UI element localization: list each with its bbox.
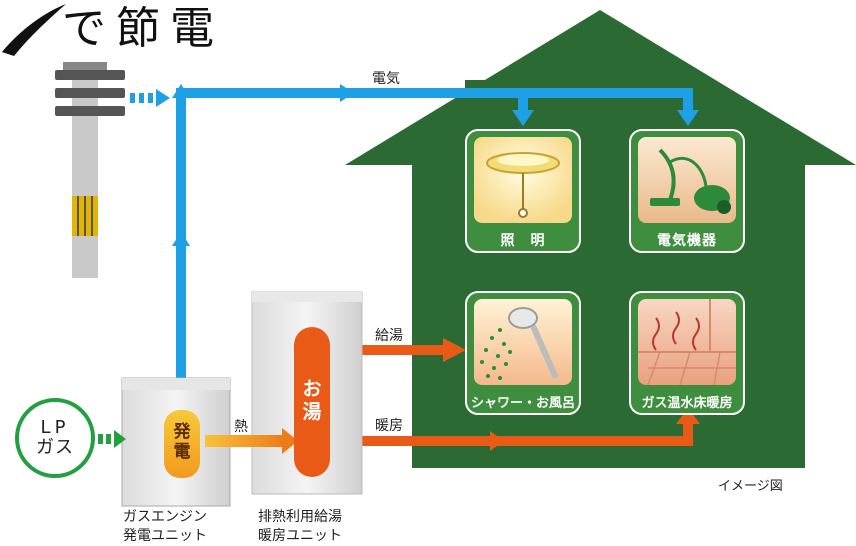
house-silhouette xyxy=(345,10,856,468)
lp-gas-line1: LP xyxy=(40,417,70,438)
gas-engine-caption-line2: 発電ユニット xyxy=(123,528,207,544)
heat-label: 熱 xyxy=(234,419,248,435)
gas-engine-caption-line1: ガスエンジン xyxy=(123,509,207,525)
electricity-label: 電気 xyxy=(372,71,400,87)
page-title: で節電 xyxy=(62,3,224,54)
utility-pole xyxy=(55,62,125,278)
heat-arrow xyxy=(205,428,298,454)
brush-stroke-decoration xyxy=(2,4,66,56)
lp-gas-label: LP ガス xyxy=(17,418,93,458)
tile-floor-heating-caption: ガス温水床暖房 xyxy=(641,396,733,411)
lp-gas-circle xyxy=(15,398,95,478)
tile-shower xyxy=(465,291,581,415)
gas-supply-dashed-arrow xyxy=(98,430,126,448)
heat-recovery-unit-caption: 排熱利用給湯 暖房ユニット xyxy=(258,508,342,546)
heat-recovery-caption-line1: 排熱利用給湯 xyxy=(258,509,342,525)
tile-floor-heating xyxy=(629,291,745,415)
tile-lighting-caption: 照 明 xyxy=(500,233,546,249)
hot-water-line2: 湯 xyxy=(302,401,322,423)
tile-shower-caption: シャワー・お風呂 xyxy=(470,396,575,411)
tile-appliances-caption: 電気機器 xyxy=(657,233,717,249)
hot-water-tank-pill xyxy=(294,327,330,477)
hot-water-label: お 湯 xyxy=(294,378,330,424)
image-note: イメージ図 xyxy=(718,479,783,494)
gas-engine-unit-caption: ガスエンジン 発電ユニット xyxy=(123,508,207,546)
heat-recovery-caption-line2: 暖房ユニット xyxy=(258,528,342,544)
lp-gas-line2: ガス xyxy=(36,437,74,458)
generator-label: 発 電 xyxy=(164,422,200,462)
generator-pill xyxy=(164,410,200,478)
hot-water-line1: お xyxy=(302,378,322,400)
grid-power-dashed-arrow xyxy=(130,89,170,107)
heating-label: 暖房 xyxy=(375,418,403,434)
hot-water-lines xyxy=(320,338,700,451)
tile-lighting xyxy=(465,129,581,253)
generator-line1: 発 xyxy=(173,422,191,442)
hot-water-supply-label: 給湯 xyxy=(375,328,403,344)
tile-appliances xyxy=(629,129,745,253)
generator-line2: 電 xyxy=(173,442,191,462)
electricity-lines xyxy=(172,84,699,443)
